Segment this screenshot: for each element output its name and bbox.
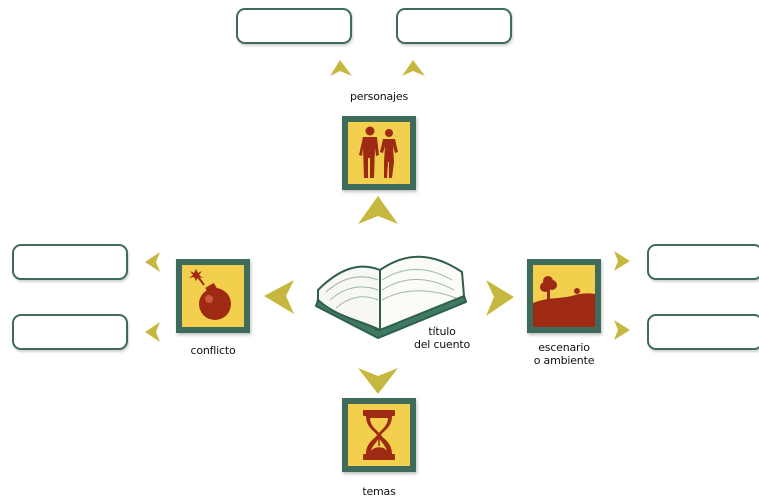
arrow-left-small-top: [145, 252, 160, 272]
arrow-up-large: [358, 196, 398, 224]
bomb-icon: [189, 269, 231, 320]
people-icon: [359, 126, 398, 178]
arrow-left-large: [264, 280, 294, 314]
label-escenario-line2: o ambiente: [533, 354, 595, 367]
escenario-box-1[interactable]: [647, 244, 759, 280]
personajes-box-1[interactable]: [236, 8, 352, 44]
temas-tile: [342, 398, 416, 472]
conflicto-tile: [176, 259, 250, 333]
arrow-up-small-left: [330, 60, 352, 76]
label-personajes: personajes: [349, 90, 408, 103]
conflicto-box-2[interactable]: [12, 314, 128, 350]
arrow-down-large: [358, 368, 398, 394]
conflicto-box-1[interactable]: [12, 244, 128, 280]
arrow-right-small-top: [614, 251, 630, 271]
escenario-box-2[interactable]: [647, 314, 759, 350]
arrow-right-large: [486, 280, 514, 316]
arrow-right-small-bottom: [614, 320, 630, 340]
label-titulo-line1: título: [428, 325, 456, 338]
label-conflicto: conflicto: [190, 344, 236, 357]
arrow-left-small-bottom: [145, 322, 160, 342]
personajes-tile: [342, 116, 416, 190]
label-temas: temas: [362, 485, 396, 498]
hourglass-icon: [363, 410, 395, 460]
label-titulo-line2: del cuento: [413, 338, 471, 351]
personajes-box-2[interactable]: [396, 8, 512, 44]
arrow-up-small-right: [402, 60, 425, 76]
escenario-tile: [527, 259, 601, 333]
landscape-icon: [533, 276, 595, 327]
label-escenario-line1: escenario: [538, 341, 590, 354]
